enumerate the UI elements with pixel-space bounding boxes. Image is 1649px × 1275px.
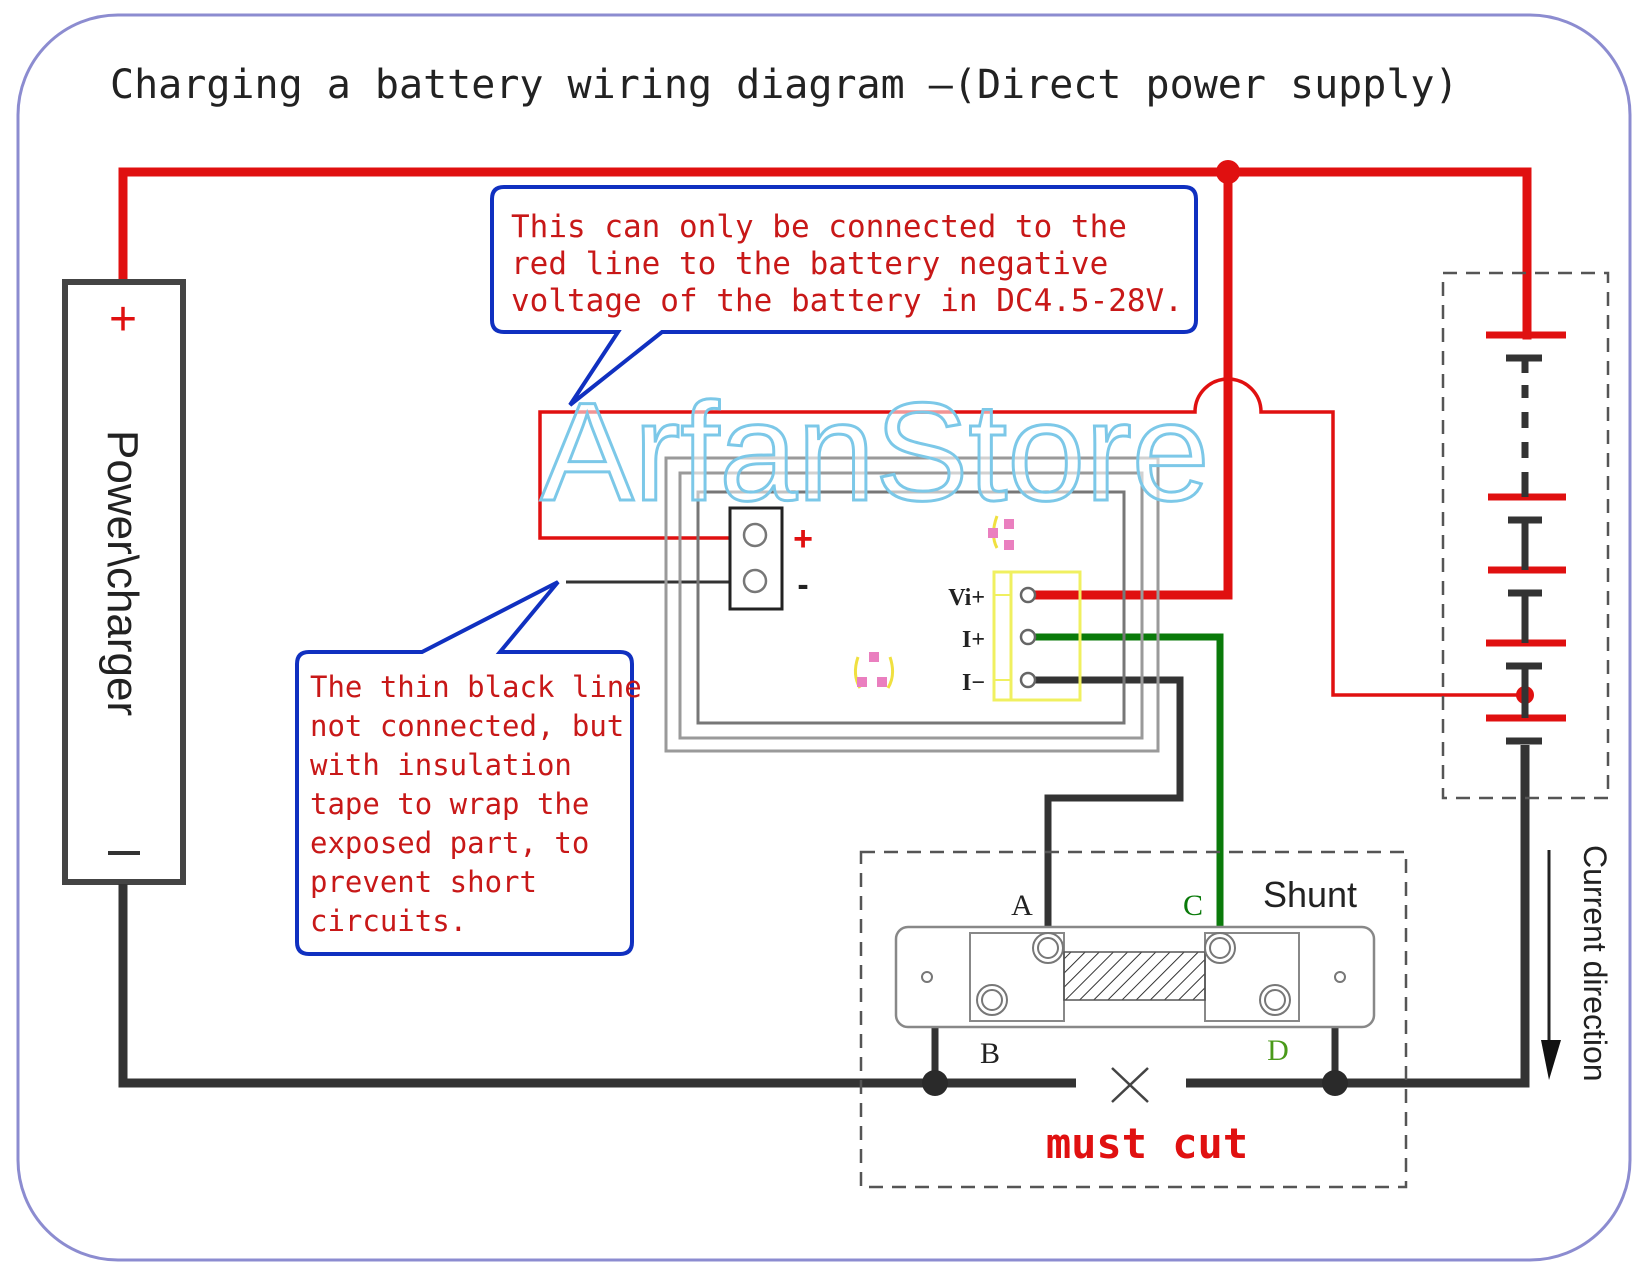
charger-plus-symbol: + <box>109 293 137 346</box>
vi-plus-screw <box>1019 586 1037 604</box>
meter-outline-1 <box>664 456 1160 753</box>
shunt-terminal-d: D <box>1267 1034 1289 1067</box>
i-minus-screw <box>1019 671 1037 689</box>
callout-left-bubble <box>295 580 634 956</box>
i-plus-wire <box>1032 633 1224 950</box>
charger-label: Power\charger <box>98 430 147 716</box>
power-charger: + Power\charger <box>62 279 186 885</box>
terminal-label-vi-plus: Vi+ <box>948 585 985 611</box>
shunt-terminal-c: C <box>1183 889 1203 922</box>
signal-terminal-block <box>992 570 1082 702</box>
watermark-text: ArfanStore <box>540 373 1209 530</box>
positive-bus-wire <box>118 167 1532 340</box>
meter-power-terminal: + - <box>728 506 813 611</box>
callout-top-line-2: red line to the battery negative <box>511 246 1108 282</box>
positive-wires <box>118 167 1532 697</box>
shunt-section: A C B D Shunt must cut <box>859 850 1408 1189</box>
callout-top: This can only be connected to the red li… <box>490 185 1198 407</box>
battery-pack <box>1441 271 1610 800</box>
meter-plus-label: + <box>793 520 813 558</box>
shunt-terminal-b: B <box>980 1037 1000 1070</box>
junction-b-dot <box>922 1070 948 1096</box>
current-direction-label: Current direction <box>1577 845 1613 1082</box>
i-plus-screw <box>1019 628 1037 646</box>
voltmeter-ammeter-module <box>664 456 1160 753</box>
callout-left-line-2: not connected, but <box>310 709 624 743</box>
meter-signal-terminal: Vi+ I+ I− <box>948 570 1082 702</box>
callout-left-line-7: circuits. <box>310 904 467 938</box>
meter-power-wire <box>538 377 1527 697</box>
terminal-label-i-plus: I+ <box>962 627 985 653</box>
junction-dot <box>1216 160 1240 184</box>
charger-negative-wire <box>118 884 1076 1088</box>
current-direction-indicator: Current direction <box>1541 845 1613 1082</box>
shunt-terminal-a: A <box>1011 889 1033 922</box>
i-minus-wire <box>1032 676 1184 950</box>
meter-outline-3 <box>696 490 1126 725</box>
terminal-label-i-minus: I− <box>962 670 985 696</box>
meter-led-components <box>853 515 1014 689</box>
cut-mark-icon <box>1111 1067 1149 1103</box>
callout-left-line-1: The thin black line <box>310 670 642 704</box>
callout-left-line-3: with insulation <box>310 748 572 782</box>
battery-negative-wire <box>1186 745 1530 1088</box>
current-arrow-head <box>1541 1040 1561 1080</box>
callout-left-line-6: prevent short <box>310 865 537 899</box>
power-terminal-plus-screw <box>742 522 768 548</box>
shunt-mount-hole-right <box>1334 971 1346 983</box>
callout-left: The thin black line not connected, but w… <box>295 580 642 956</box>
shunt-screws <box>976 932 1291 1016</box>
diagram-title: Charging a battery wiring diagram —(Dire… <box>110 62 1459 108</box>
callout-top-line-1: This can only be connected to the <box>511 209 1127 245</box>
vi-plus-wire <box>1027 167 1233 600</box>
shunt-label: Shunt <box>1263 874 1357 915</box>
meter-outline-2 <box>678 471 1144 740</box>
callout-top-line-3: voltage of the battery in DC4.5-28V. <box>511 283 1183 319</box>
callout-left-line-4: tape to wrap the <box>310 787 589 821</box>
junction-d-dot <box>1322 1070 1348 1096</box>
shunt-resistor-element <box>1063 951 1206 1001</box>
charger-box <box>62 279 186 885</box>
shunt-dashed-box <box>859 850 1408 1189</box>
power-terminal-minus-screw <box>742 568 768 594</box>
callout-top-bubble <box>490 185 1198 407</box>
shunt-mount-hole-left <box>921 971 933 983</box>
callout-left-line-5: exposed part, to <box>310 826 589 860</box>
meter-minus-label: - <box>797 566 808 604</box>
battery-dashed-box <box>1441 271 1610 800</box>
must-cut-label: must cut <box>1046 1119 1248 1168</box>
